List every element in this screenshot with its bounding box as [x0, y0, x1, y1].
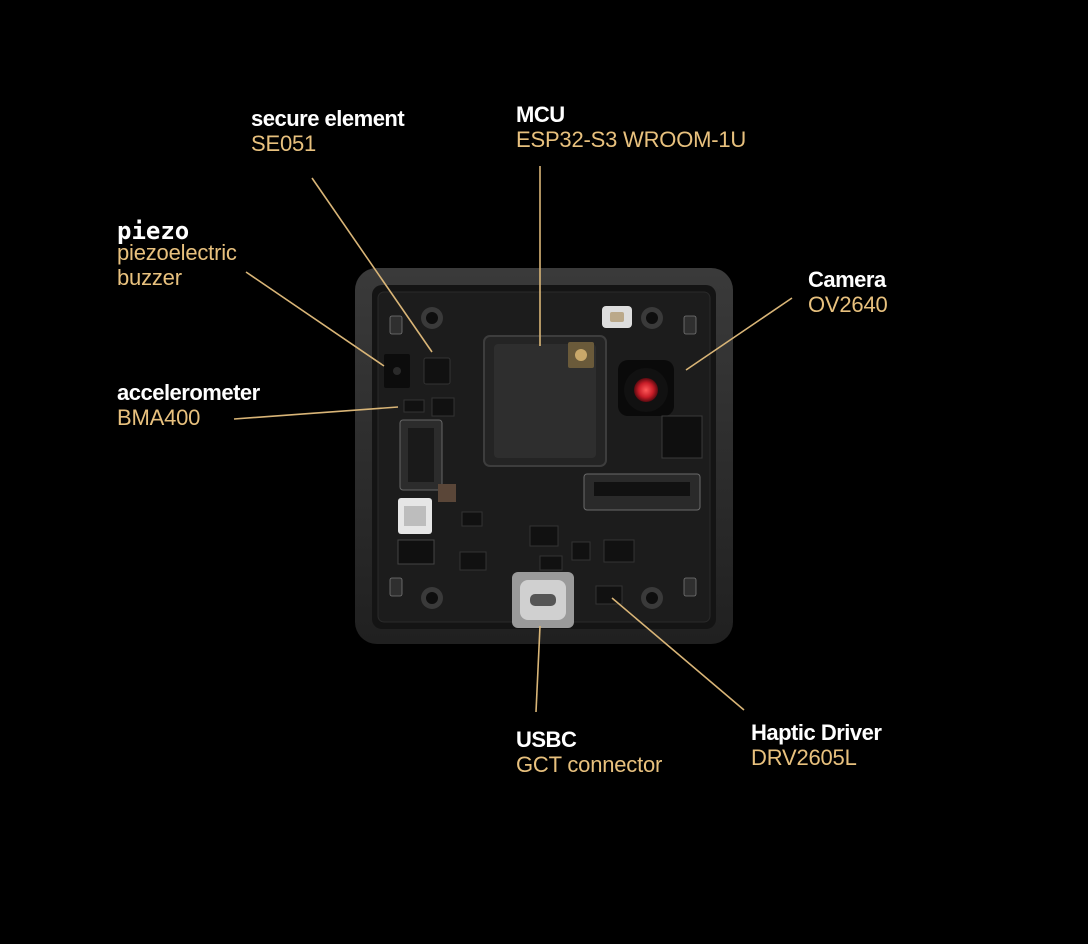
haptic-title: Haptic Driver: [751, 720, 882, 745]
label-accelerometer: accelerometer BMA400: [117, 380, 260, 431]
mcu-module: [483, 335, 607, 467]
piezo-sub-line2: buzzer: [117, 264, 182, 290]
piezo-title: piezo: [117, 217, 190, 245]
camera-title: Camera: [808, 267, 886, 292]
leader-accelerometer: [233, 406, 399, 420]
label-piezo: piezo piezoelectric buzzer: [117, 217, 237, 290]
mounting-holes: [421, 307, 663, 609]
label-usbc: USBC GCT connector: [516, 727, 662, 778]
leader-camera: [685, 297, 793, 371]
secure-element-title: secure element: [251, 106, 405, 131]
leader-secure-element: [311, 177, 433, 353]
accelerometer-title: accelerometer: [117, 380, 260, 405]
leader-lines: [233, 166, 793, 713]
pcb: [377, 291, 711, 628]
usbc-port: [512, 572, 574, 628]
label-haptic: Haptic Driver DRV2605L: [751, 720, 882, 771]
leader-usbc: [535, 625, 541, 713]
piezo-sub-line1: piezoelectric: [117, 239, 237, 265]
leader-haptic: [611, 597, 745, 711]
accelerometer-part: BMA400: [117, 405, 201, 431]
camera-part: OV2640: [808, 292, 888, 318]
haptic-part: DRV2605L: [751, 745, 857, 771]
label-mcu: MCU ESP32-S3 WROOM-1U: [516, 102, 746, 153]
secure-element-part: SE051: [251, 131, 317, 157]
mcu-part: ESP32-S3 WROOM-1U: [516, 127, 747, 153]
usbc-part: GCT connector: [516, 752, 663, 778]
leader-piezo: [245, 271, 385, 367]
usbc-title: USBC: [516, 727, 577, 752]
label-secure-element: secure element SE051: [251, 106, 405, 157]
mcu-title: MCU: [516, 102, 565, 127]
camera-module: [618, 360, 674, 416]
label-camera: Camera OV2640: [808, 267, 888, 318]
